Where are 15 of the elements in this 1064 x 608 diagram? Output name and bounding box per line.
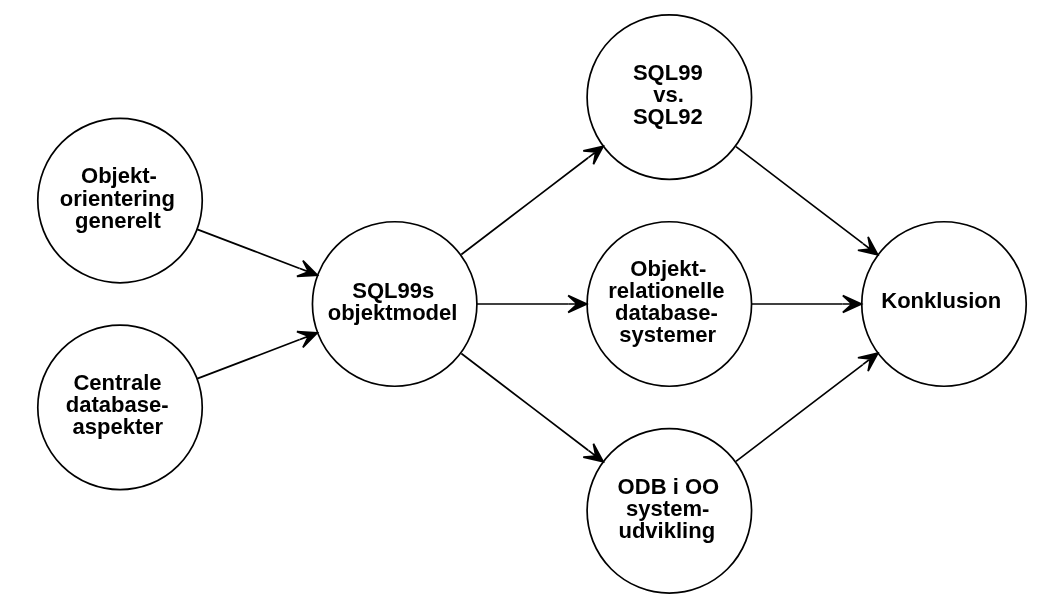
arrow [196,228,319,278]
node-circle: Konklusion [860,220,1028,388]
arrow [735,352,879,463]
arrow [460,145,605,256]
node-circle: Objekt- orientering generelt [36,117,204,284]
node-circle: SQL99s objektmodel [311,220,478,388]
arrow [750,294,863,314]
node-circle: SQL99 vs. SQL92 [586,14,753,181]
arrow [476,294,588,314]
arrow [735,145,879,256]
node-circle: ODB i OO system- udvikling [586,427,753,594]
arrow [460,352,605,463]
node-circle: Centrale database- aspekter [36,324,204,491]
arrow [196,330,319,380]
node-circle: Objekt- relationelle database- systemer [586,220,753,388]
